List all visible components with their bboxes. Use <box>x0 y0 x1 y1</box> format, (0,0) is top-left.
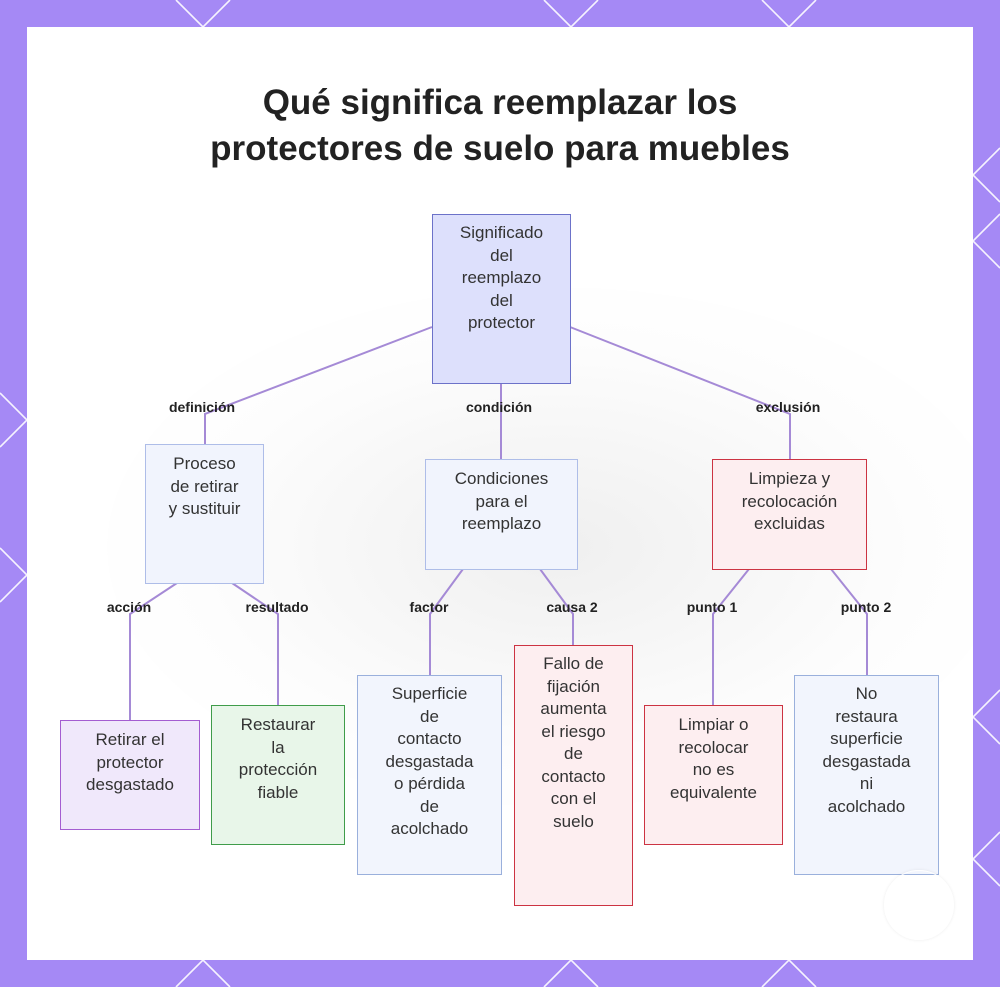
node-fallo-line: Fallo de <box>543 654 604 673</box>
edge-label-condicion: condición <box>465 399 533 415</box>
node-superficie-line: acolchado <box>390 819 469 838</box>
node-root-line: del <box>490 290 513 310</box>
node-no-restaura-line: restaura <box>835 706 898 726</box>
node-no-restaura-line: desgastada <box>822 751 911 771</box>
edge-root-limpieza <box>569 326 791 460</box>
node-no-restaura[interactable]: No restaura superficie desgastada ni aco… <box>794 675 939 875</box>
node-superficie-line: de <box>420 796 439 816</box>
node-limpiar-line: equivalente <box>670 782 757 802</box>
node-restaurar-line: protección <box>238 760 318 779</box>
node-limpiar-line: no es <box>692 760 735 779</box>
node-limpiar-line: Limpiar o <box>678 715 749 734</box>
edge-proceso-restaurar <box>231 582 279 706</box>
title-line-2: protectores de suelo para muebles <box>210 129 790 168</box>
node-limpiar-line: recolocar <box>678 737 749 757</box>
diagram-title: Qué significa reemplazar los protectores… <box>60 80 940 172</box>
edge-label-definicion: definición <box>168 399 236 415</box>
node-fallo-line: suelo <box>553 811 594 831</box>
node-proceso[interactable]: Proceso de retirar y sustituir <box>145 444 264 584</box>
node-root-line: Significado <box>459 223 544 242</box>
node-limpieza[interactable]: Limpieza y recolocación excluidas <box>712 459 867 570</box>
node-no-restaura-line: ni <box>859 774 874 793</box>
edge-condiciones-fallo <box>539 568 574 645</box>
node-limpiar[interactable]: Limpiar o recolocar no es equivalente <box>644 705 783 845</box>
node-restaurar[interactable]: Restaurar la protección fiable <box>211 705 345 845</box>
node-superficie-line: de <box>420 706 439 726</box>
node-limpieza-line: recolocación <box>741 491 838 511</box>
node-superficie-line: Superficie <box>391 684 468 703</box>
edge-limpieza-no-restaura <box>830 568 868 676</box>
node-root-line: del <box>490 245 513 265</box>
node-proceso-line: y sustituir <box>168 499 241 518</box>
edge-label-exclusion: exclusión <box>755 399 821 415</box>
edge-label-accion: acción <box>106 599 152 615</box>
node-fallo[interactable]: Fallo de fijación aumenta el riesgo de c… <box>514 645 633 906</box>
node-root[interactable]: Significado del reemplazo del protector <box>432 214 571 384</box>
node-fallo-line: con el <box>550 789 597 808</box>
node-retirar[interactable]: Retirar el protector desgastado <box>60 720 200 830</box>
node-condiciones[interactable]: Condiciones para el reemplazo <box>425 459 578 570</box>
node-superficie-line: o pérdida <box>394 774 465 793</box>
node-condiciones-line: reemplazo <box>461 514 542 533</box>
node-condiciones-line: Condiciones <box>454 469 549 488</box>
node-proceso-line: de retirar <box>170 476 239 496</box>
node-root-line: reemplazo <box>461 268 542 287</box>
node-retirar-line: Retirar el <box>95 730 165 749</box>
node-no-restaura-line: No <box>855 684 878 703</box>
title-line-1: Qué significa reemplazar los <box>262 83 738 122</box>
node-restaurar-line: fiable <box>257 782 299 802</box>
edge-label-punto-1: punto 1 <box>686 599 738 615</box>
node-superficie-line: contacto <box>397 729 462 748</box>
node-limpieza-line: Limpieza y <box>748 469 831 488</box>
node-proceso-line: Proceso <box>173 454 236 473</box>
edge-label-resultado: resultado <box>245 599 309 615</box>
node-limpieza-line: excluidas <box>754 514 825 533</box>
node-no-restaura-line: acolchado <box>827 796 906 816</box>
node-superficie-line: desgastada <box>385 751 474 771</box>
edge-limpieza-limpiar <box>712 568 750 706</box>
edge-condiciones-superficie <box>429 568 464 676</box>
node-fallo-line: contacto <box>541 766 606 786</box>
node-superficie[interactable]: Superficie de contacto desgastada o pérd… <box>357 675 502 875</box>
node-root-line: protector <box>467 313 536 332</box>
node-condiciones-line: para el <box>475 491 528 511</box>
edge-proceso-retirar <box>129 582 178 721</box>
node-fallo-line: el riesgo <box>541 721 606 741</box>
edge-label-factor: factor <box>409 599 449 615</box>
node-retirar-line: desgastado <box>86 775 174 794</box>
node-fallo-line: aumenta <box>540 699 607 718</box>
edge-label-punto-2: punto 2 <box>840 599 892 615</box>
edge-label-causa-2: causa 2 <box>546 599 598 615</box>
edge-root-proceso <box>204 326 433 445</box>
logo-seal-icon <box>884 870 954 940</box>
node-fallo-line: de <box>564 744 583 763</box>
node-no-restaura-line: superficie <box>830 729 903 748</box>
node-fallo-line: fijación <box>547 676 600 696</box>
node-restaurar-line: la <box>271 737 285 757</box>
node-restaurar-line: Restaurar <box>240 715 316 734</box>
node-retirar-line: protector <box>96 752 164 772</box>
